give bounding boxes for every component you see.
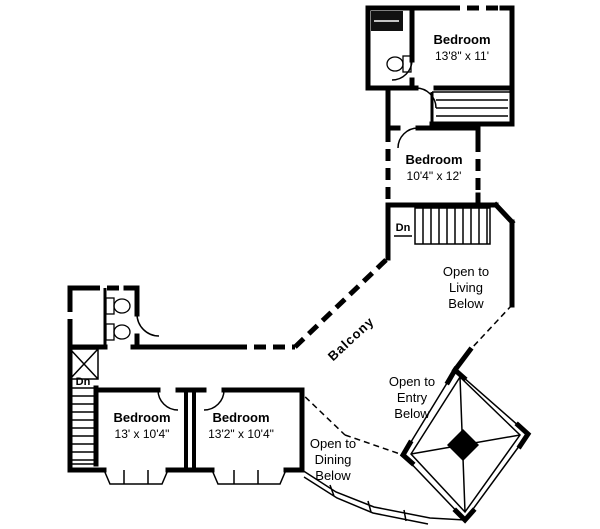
sink-tank-icon xyxy=(105,323,115,341)
bedroom1-dims: 13'8" x 11' xyxy=(435,49,489,63)
toilet-bowl-icon xyxy=(113,298,131,314)
sink-bowl-icon xyxy=(113,324,131,340)
toilet-tank-icon xyxy=(105,297,115,315)
open-entry-line3: Below xyxy=(394,406,430,421)
detail-lines xyxy=(69,59,530,525)
turret-center-post xyxy=(447,429,479,461)
open-edge-railings xyxy=(297,304,513,456)
left-staircase xyxy=(70,387,96,465)
open-living-line2: Living xyxy=(449,280,483,295)
open-living-line1: Open to xyxy=(443,264,489,279)
open-entry-line1: Open to xyxy=(389,374,435,389)
bedroom2-dims: 10'4" x 12' xyxy=(407,169,462,183)
bath-fixtures xyxy=(105,11,412,341)
bedroom3-name: Bedroom xyxy=(113,410,170,425)
window-walls xyxy=(67,5,502,350)
open-entry-line2: Entry xyxy=(397,390,428,405)
bedroom4-name: Bedroom xyxy=(212,410,269,425)
bedroom2-name: Bedroom xyxy=(405,152,462,167)
open-dining-line2: Dining xyxy=(315,452,352,467)
bedroom4-dims: 13'2" x 10'4" xyxy=(208,427,274,441)
bedroom3-dims: 13' x 10'4" xyxy=(115,427,170,441)
down-label-left: Dn xyxy=(76,376,91,388)
open-living-line3: Below xyxy=(448,296,484,311)
bedroom-divider-wall xyxy=(184,390,196,470)
upper-stair-strip xyxy=(432,91,512,117)
bedroom1-name: Bedroom xyxy=(433,32,490,47)
door-arcs xyxy=(136,59,437,411)
interior-walls xyxy=(103,92,434,347)
lower-window-wall xyxy=(301,469,466,525)
open-dining-line3: Below xyxy=(315,468,351,483)
bay-windows xyxy=(103,469,287,485)
closet-x xyxy=(69,348,99,380)
right-staircase xyxy=(394,207,491,245)
toilet-bowl-icon xyxy=(386,56,404,72)
down-label-right: Dn xyxy=(396,222,411,234)
turret-outline xyxy=(402,368,530,522)
balcony-label: Balcony xyxy=(325,314,377,364)
open-dining-line1: Open to xyxy=(310,436,356,451)
